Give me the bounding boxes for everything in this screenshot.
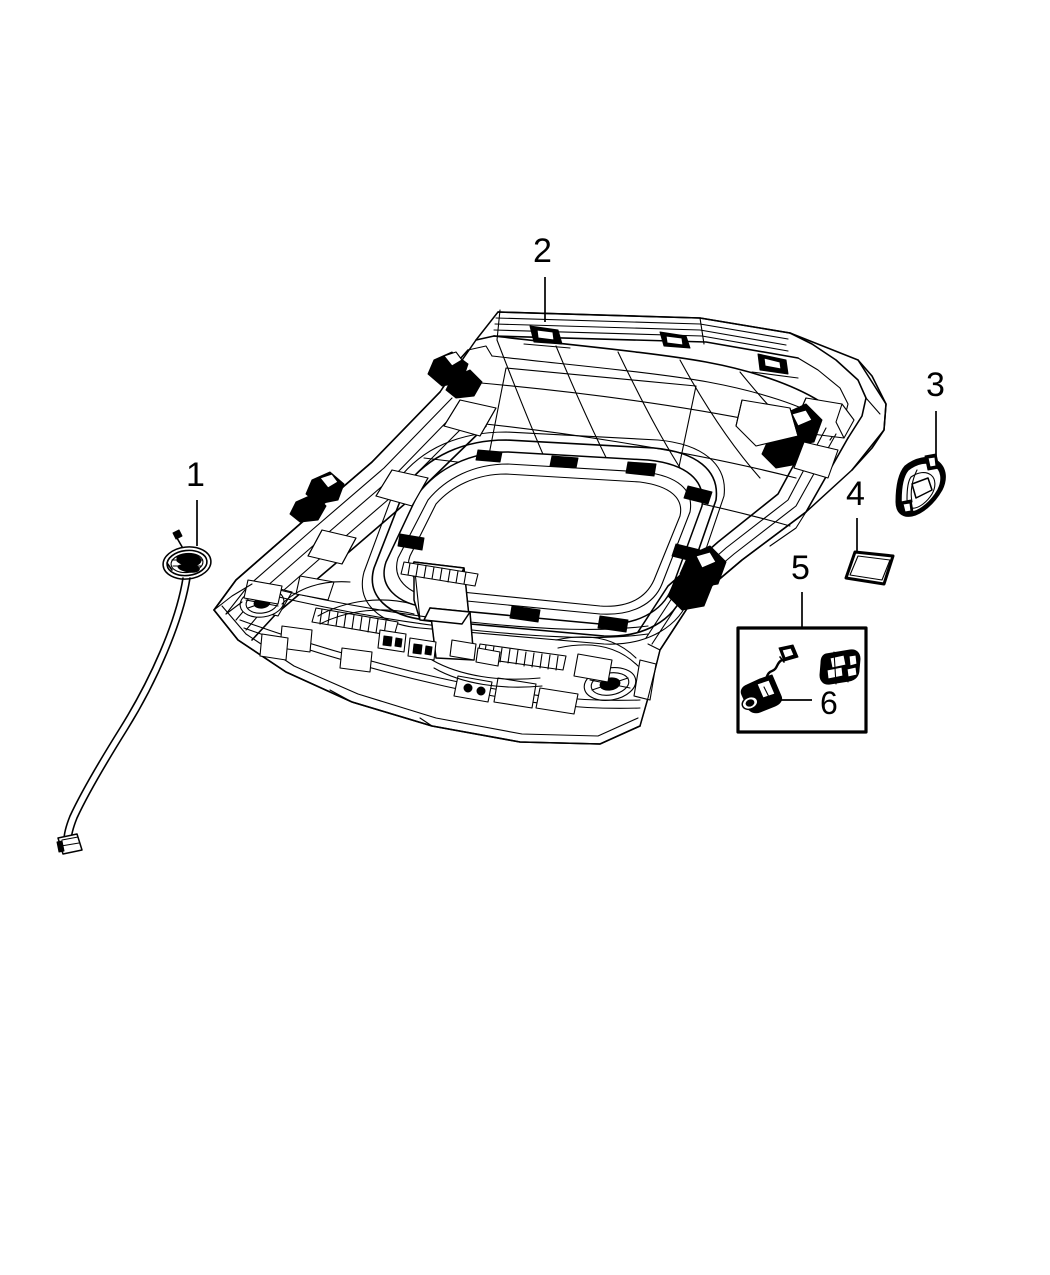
antenna-grommet-part-1	[56, 529, 212, 855]
bulb-socket-part-6	[740, 644, 861, 714]
harness-connectors	[377, 629, 501, 667]
inset-detail-box-part-5	[736, 626, 868, 734]
bracket-with-holes	[453, 675, 493, 703]
left-rail-clips	[289, 351, 483, 523]
wire-harness-ribbon	[311, 561, 567, 671]
callout-label-3: 3	[926, 366, 945, 404]
callout-label-2: 2	[533, 232, 552, 270]
insulation-patch-part-4	[844, 550, 895, 586]
roof-panel-clips	[523, 325, 799, 379]
callout-leader-lines	[196, 277, 937, 629]
dome-lamp-part-3	[895, 453, 946, 517]
callout-label-1: 1	[186, 456, 205, 494]
callout-label-4: 4	[846, 475, 865, 513]
callout-label-5: 5	[791, 549, 810, 587]
callout-label-6: 6	[820, 685, 838, 721]
headliner-panel-part-2	[213, 309, 887, 745]
